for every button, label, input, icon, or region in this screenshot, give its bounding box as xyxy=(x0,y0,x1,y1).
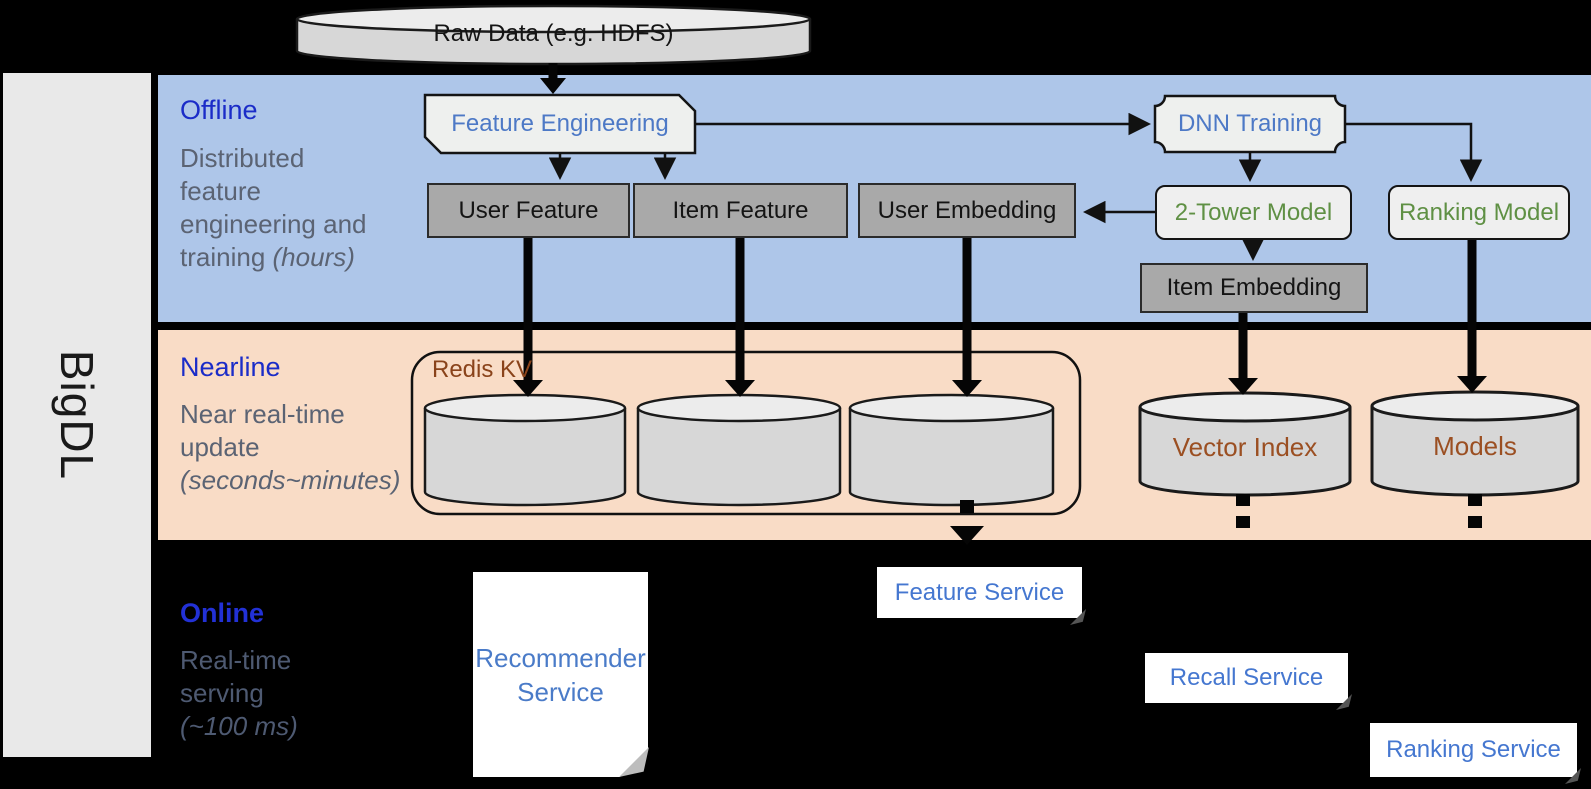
nearline-section-description: Near real-time update (seconds~minutes) xyxy=(180,399,401,495)
ranking-model-node: Ranking Model xyxy=(1388,185,1570,240)
ranking-service-node: Ranking Service xyxy=(1370,723,1581,784)
bigdl-sidebar: BigDL xyxy=(3,73,151,757)
user-embedding-node: User Embedding xyxy=(858,183,1076,238)
redis-kv-label: Redis KV xyxy=(432,356,533,383)
nearline-section-label: Nearline xyxy=(180,352,281,382)
user-feature-node: User Feature xyxy=(427,183,630,238)
vector-index-cylinder xyxy=(1138,391,1352,497)
vector-index-label: Vector Index xyxy=(1172,432,1318,462)
thick-connectors xyxy=(513,63,1487,397)
recommender-service-node: Recommender Service xyxy=(473,572,648,777)
feature-engineering-shape xyxy=(423,93,697,155)
raw-data-store: Raw Data (e.g. HDFS) xyxy=(433,20,674,47)
dashed-connectors xyxy=(950,494,1482,545)
online-section-description: Real-time serving (~100 ms) xyxy=(180,645,298,741)
redis-cylinder-3 xyxy=(848,393,1055,507)
models-label: Models xyxy=(1433,431,1517,461)
online-section-label: Online xyxy=(180,598,265,628)
feature-engineering-node: Feature Engineering xyxy=(451,110,669,137)
two-tower-model-node: 2-Tower Model xyxy=(1155,185,1352,240)
redis-cylinder-1 xyxy=(423,393,627,507)
item-feature-node: Item Feature xyxy=(633,183,848,238)
offline-section-description: Distributed feature engineering and trai… xyxy=(180,143,367,272)
dnn-training-node: DNN Training xyxy=(1177,110,1323,137)
recall-service-node: Recall Service xyxy=(1145,653,1352,710)
feature-service-node: Feature Service xyxy=(877,567,1086,625)
redis-kv-group-outline xyxy=(410,350,1082,516)
offline-section-label: Offline xyxy=(180,95,258,125)
dnn-training-shape xyxy=(1153,94,1347,154)
redis-cylinder-2 xyxy=(636,393,842,507)
item-embedding-node: Item Embedding xyxy=(1140,263,1368,313)
models-cylinder xyxy=(1370,390,1580,497)
thin-connectors xyxy=(548,112,1483,261)
